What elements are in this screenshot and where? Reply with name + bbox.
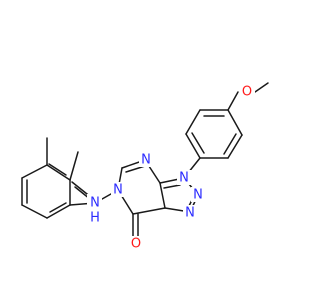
amide-nitrogen-text: N: [90, 196, 100, 211]
amide-nitrogen-label: N: [87, 194, 102, 211]
molecule-structure: O O N H N N N N: [21, 82, 269, 252]
methoxy-oxygen-label: O: [240, 84, 255, 100]
pyrimidine-nitrogen-top-label: N: [139, 152, 154, 168]
atom-label-layer: O O N H N N N N: [87, 84, 255, 252]
pyrimidine-nitrogen-ring-text: N: [113, 183, 123, 198]
triazole-nitrogen-1-text: N: [179, 171, 189, 186]
carbonyl-oxygen-text: O: [131, 237, 141, 252]
triazole-nitrogen-2-text: N: [193, 188, 203, 203]
triazole-nitrogen-2-label: N: [191, 187, 206, 203]
amide-hydrogen-text: H: [90, 211, 100, 226]
triazole-nitrogen-3-text: N: [185, 206, 195, 221]
triazole-nitrogen-3-label: N: [183, 205, 198, 221]
pyrimidine-nitrogen-top-text: N: [141, 153, 151, 168]
triazole-nitrogen-1-label: N: [177, 170, 192, 186]
pyrimidine-nitrogen-ring-label: N: [111, 182, 126, 198]
carbonyl-oxygen-label: O: [128, 236, 143, 252]
methoxy-oxygen-text: O: [242, 85, 252, 100]
amide-hydrogen-label: H: [87, 210, 102, 226]
